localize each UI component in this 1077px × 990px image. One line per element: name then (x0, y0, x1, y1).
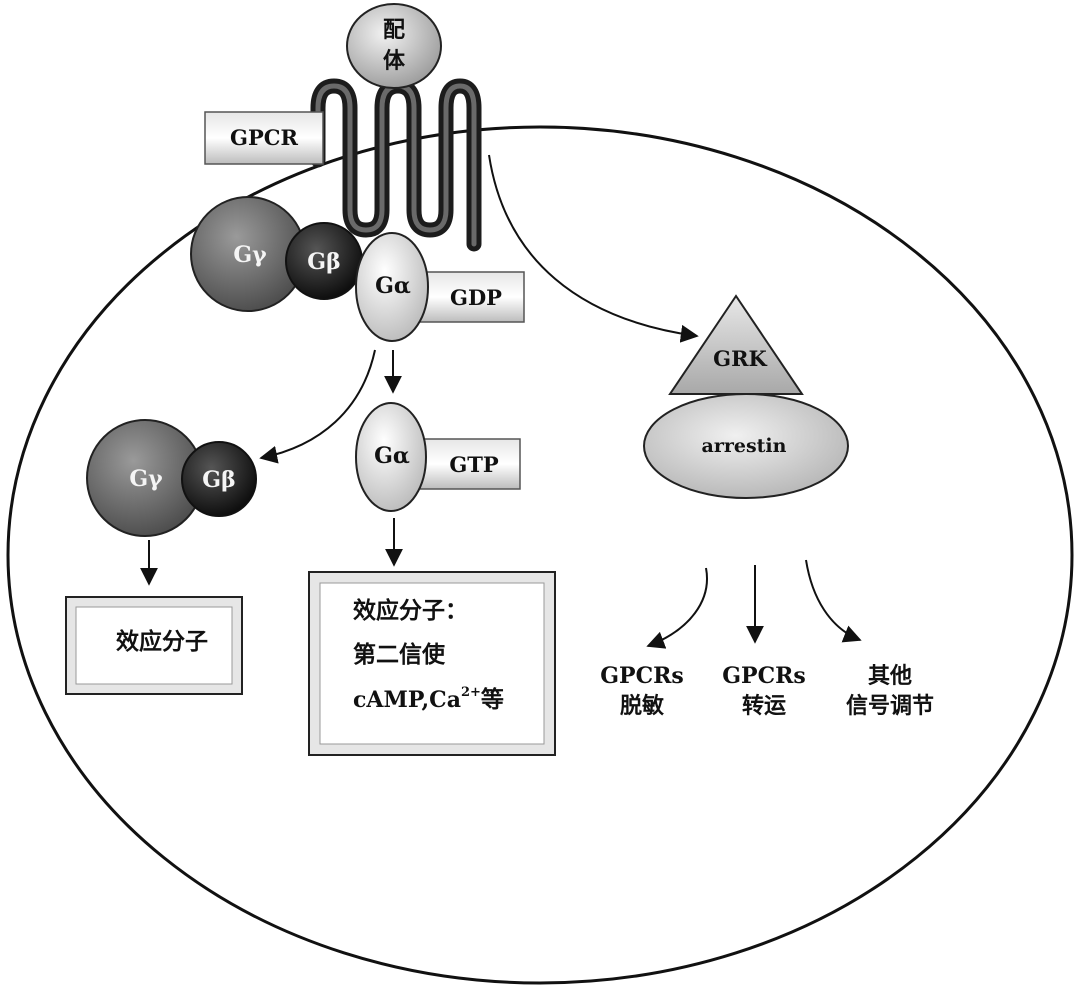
gtp-tag: GTP (415, 438, 521, 490)
svg-text:效应分子：: 效应分子： (353, 597, 468, 624)
svg-text:Gβ: Gβ (307, 249, 340, 275)
gpcr-tag: GPCR (204, 111, 324, 165)
svg-text:GTP: GTP (449, 452, 499, 477)
effector-box-left: 效应分子 (65, 596, 243, 695)
arrow-to-gbg (259, 349, 376, 464)
outcome-other-signaling: 其他 信号调节 (846, 664, 934, 719)
g-alpha-top: Gα (355, 232, 429, 342)
svg-text:Gγ: Gγ (129, 466, 163, 492)
svg-text:cAMP,Ca2+等: cAMP,Ca2+等 (353, 685, 504, 713)
gpcr-receptor-helices (310, 78, 482, 252)
cell-outline (6, 125, 1074, 985)
arrow-to-desensitization (646, 567, 708, 649)
svg-text:其他: 其他 (868, 664, 912, 689)
svg-text:GRK: GRK (713, 346, 767, 371)
ligand: 配 体 (346, 3, 442, 89)
outcome-trafficking: GPCRs 转运 (722, 663, 806, 719)
g-alpha-gtp: Gα (355, 402, 427, 512)
svg-text:第二信使: 第二信使 (353, 641, 446, 668)
svg-text:脱敏: 脱敏 (620, 693, 664, 719)
arrestin: arrestin (643, 393, 849, 499)
outcome-desensitization: GPCRs 脱敏 (600, 663, 684, 719)
gpcr-label: GPCR (230, 125, 298, 150)
svg-text:Gα: Gα (374, 443, 410, 469)
svg-text:转运: 转运 (742, 693, 786, 719)
svg-text:GPCRs: GPCRs (600, 663, 684, 689)
ligand-label-line1: 配 (383, 18, 405, 43)
g-beta-top: Gβ (285, 222, 363, 300)
svg-text:arrestin: arrestin (702, 435, 787, 457)
svg-text:信号调节: 信号调节 (846, 693, 934, 719)
effector-box-right: 效应分子： 第二信使 cAMP,Ca2+等 (308, 571, 556, 756)
svg-text:效应分子: 效应分子 (116, 628, 208, 655)
svg-text:GDP: GDP (450, 285, 502, 310)
g-gamma-top: Gγ (190, 196, 306, 312)
svg-text:Gβ: Gβ (202, 467, 235, 493)
svg-text:GPCRs: GPCRs (722, 663, 806, 689)
g-beta-free: Gβ (181, 441, 257, 517)
grk-triangle: GRK (668, 294, 804, 395)
gdp-tag: GDP (415, 271, 525, 323)
arrow-to-other-signaling (805, 559, 862, 643)
svg-text:Gγ: Gγ (233, 242, 267, 268)
ligand-label-line2: 体 (383, 49, 406, 74)
svg-text:Gα: Gα (375, 273, 411, 299)
arrow-to-grk (488, 154, 699, 343)
